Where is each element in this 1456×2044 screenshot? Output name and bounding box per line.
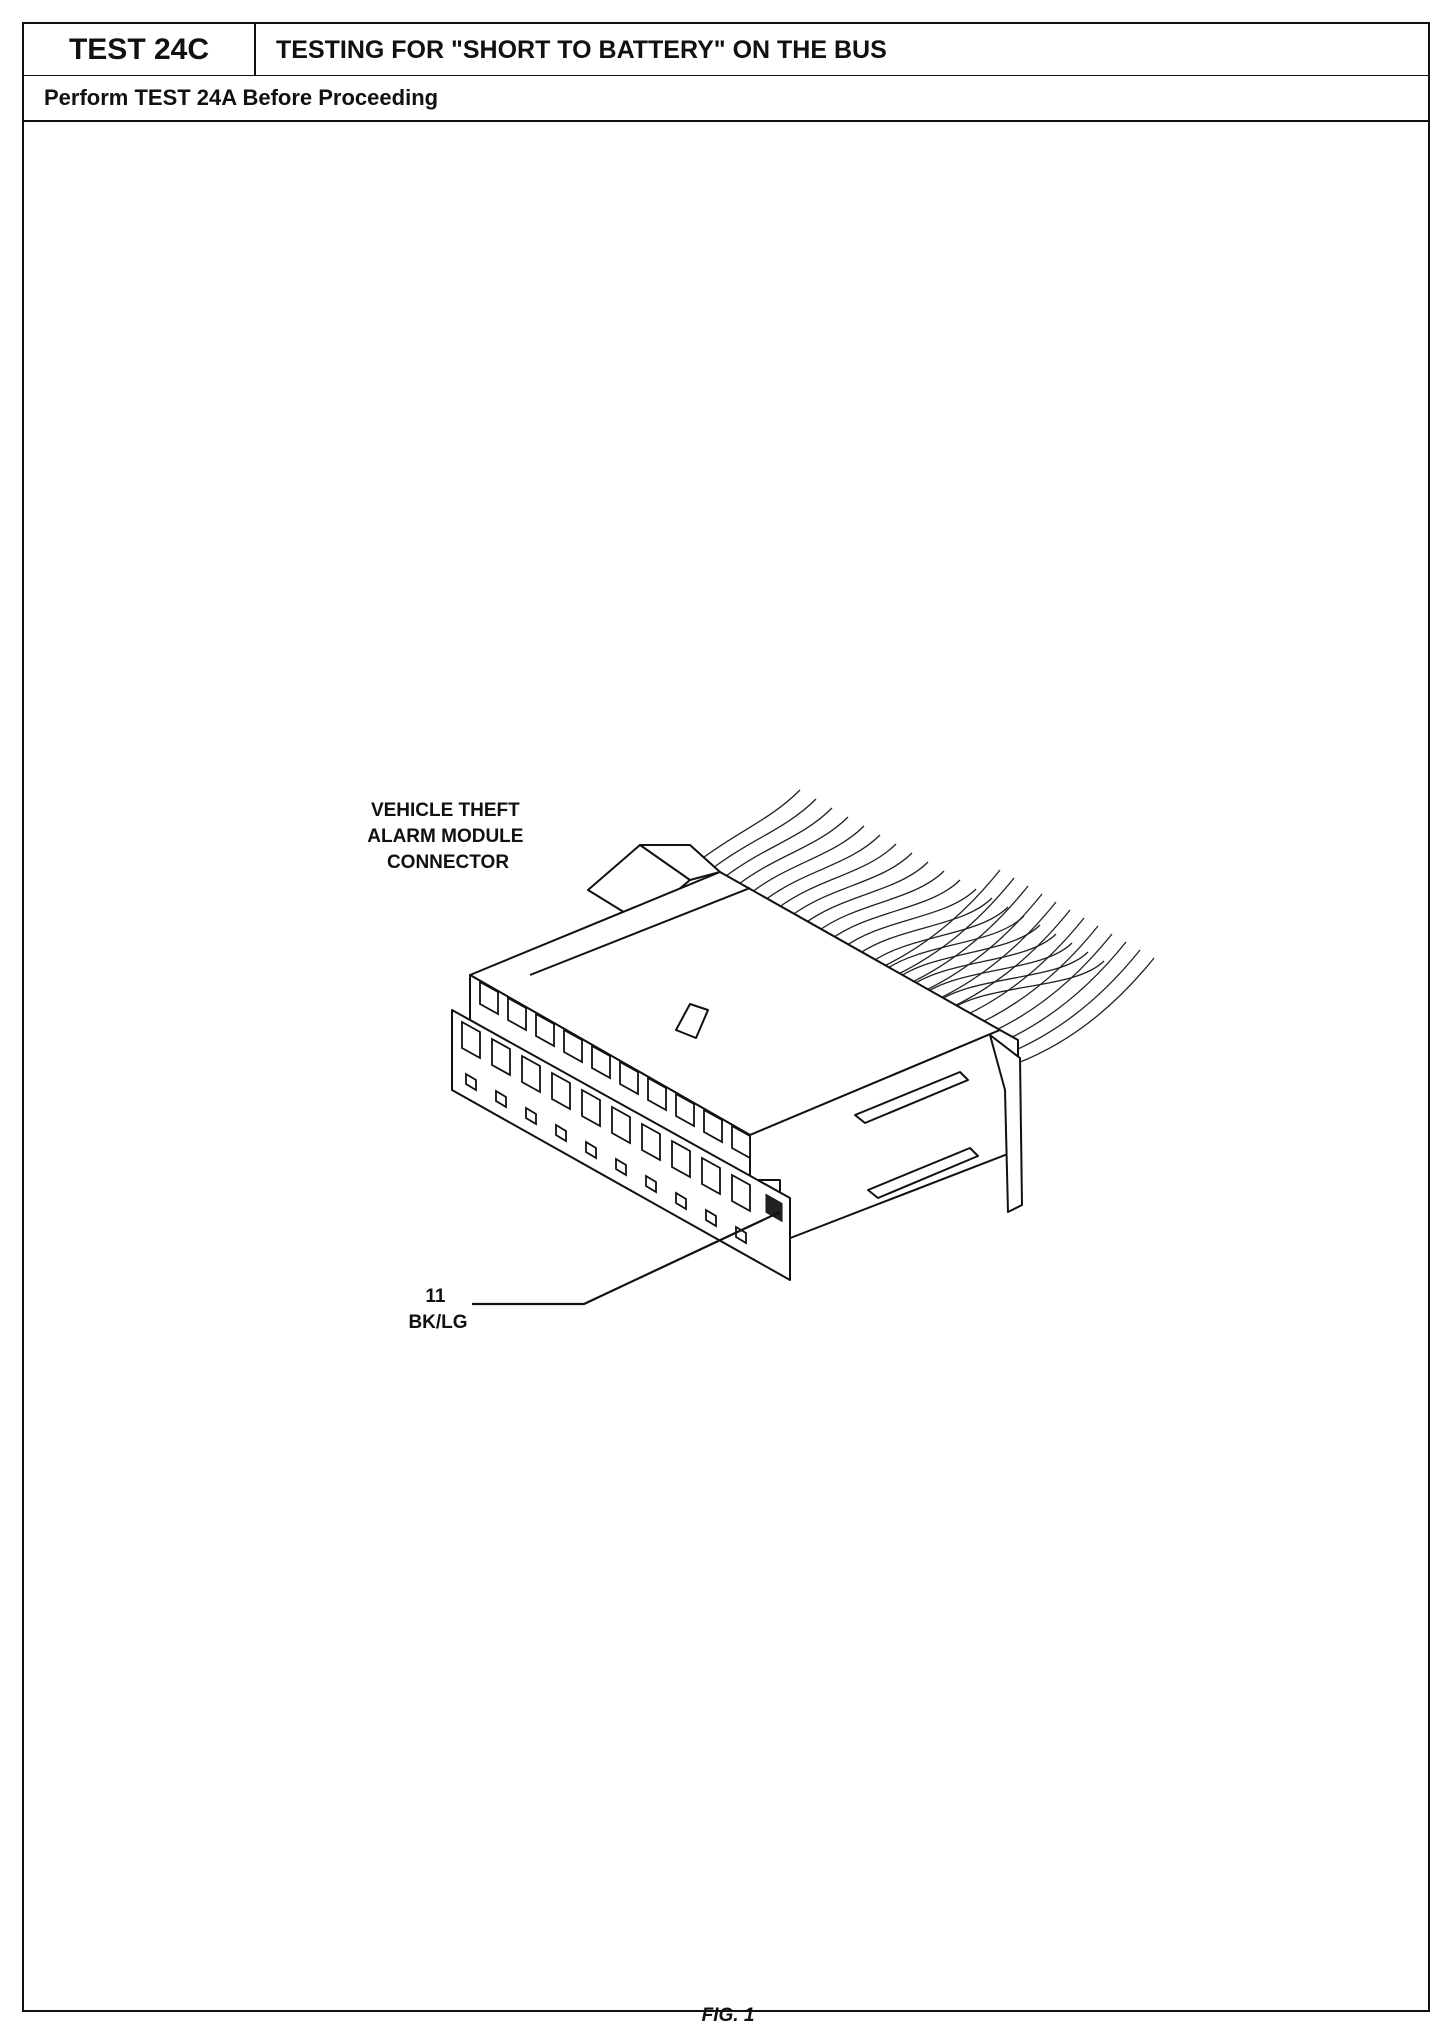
wire — [894, 924, 1041, 981]
lower-notch — [525, 1106, 537, 1126]
wire — [881, 915, 1025, 973]
lower-notch — [645, 1174, 657, 1194]
test-subtitle: Perform TEST 24A Before Proceeding — [24, 76, 1428, 122]
side-slot-upper — [854, 1071, 969, 1124]
wire — [712, 798, 817, 869]
lower-cavity — [701, 1156, 721, 1196]
wire — [829, 879, 961, 941]
connector-label-line-3: CONNECTOR — [387, 852, 509, 873]
wire — [777, 843, 897, 909]
wire — [764, 834, 881, 901]
pin-wire-color: BK/LG — [408, 1312, 467, 1333]
terminal-cavities — [461, 980, 751, 1245]
upper-cavity — [731, 1124, 751, 1160]
lower-cavity — [611, 1105, 631, 1145]
lower-cavity — [731, 1173, 751, 1213]
lower-cavity — [551, 1071, 571, 1111]
wire — [803, 861, 929, 925]
wire — [933, 951, 1089, 1005]
upper-cavity — [535, 1012, 555, 1048]
wire — [699, 789, 801, 861]
connector-label: VEHICLE THEFT ALARM MODULE CONNECTOR — [367, 800, 528, 873]
top-rib — [529, 887, 751, 976]
lower-notch — [555, 1123, 567, 1143]
test-id: TEST 24C — [24, 24, 256, 76]
side-slot-lower — [867, 1147, 979, 1199]
wire — [738, 816, 849, 885]
lower-cavity — [671, 1139, 691, 1179]
lower-notch — [495, 1089, 507, 1109]
lower-cavity — [491, 1037, 511, 1077]
test-title: TESTING FOR "SHORT TO BATTERY" ON THE BU… — [276, 36, 887, 64]
wire — [920, 942, 1073, 997]
wire — [816, 870, 945, 933]
figure-caption: FIG. 1 — [701, 2005, 755, 2026]
header-row: TEST 24C TESTING FOR "SHORT TO BATTERY" … — [24, 24, 1428, 76]
connector-label-line-2: ALARM MODULE — [367, 826, 523, 847]
wire — [868, 906, 1009, 965]
lower-notch — [465, 1072, 477, 1092]
lower-cavity — [641, 1122, 661, 1162]
page-frame: TEST 24C TESTING FOR "SHORT TO BATTERY" … — [22, 22, 1430, 2012]
pin-callout: 11 BK/LG — [408, 1286, 467, 1333]
upper-cavity — [563, 1028, 583, 1064]
upper-cavity — [507, 996, 527, 1032]
lower-notch — [675, 1191, 687, 1211]
wire — [725, 807, 833, 877]
upper-cavity — [703, 1108, 723, 1144]
wire — [790, 852, 913, 917]
lower-notch — [615, 1157, 627, 1177]
top-tab — [675, 1003, 709, 1039]
connector-body — [451, 844, 1023, 1281]
upper-cavity — [619, 1060, 639, 1096]
wire — [907, 933, 1057, 989]
wire — [1003, 957, 1155, 1069]
upper-cavity — [591, 1044, 611, 1080]
pin-number: 11 — [425, 1286, 446, 1307]
wire-bundle — [699, 789, 1155, 1069]
pin-leader-line — [472, 1211, 781, 1306]
pin-11-cavity — [765, 1193, 783, 1223]
wire — [842, 888, 977, 949]
lower-cavity — [581, 1088, 601, 1128]
lower-cavity — [521, 1054, 541, 1094]
mounting-flange — [989, 1034, 1023, 1213]
wire — [751, 825, 865, 893]
connector-label-line-1: VEHICLE THEFT — [371, 800, 520, 821]
lower-cavity — [461, 1020, 481, 1060]
upper-cavity — [647, 1076, 667, 1112]
lower-notch — [705, 1208, 717, 1228]
lower-notch — [585, 1140, 597, 1160]
wire — [855, 897, 993, 957]
upper-cavity — [675, 1092, 695, 1128]
wire — [946, 960, 1105, 1013]
upper-cavity — [479, 980, 499, 1016]
